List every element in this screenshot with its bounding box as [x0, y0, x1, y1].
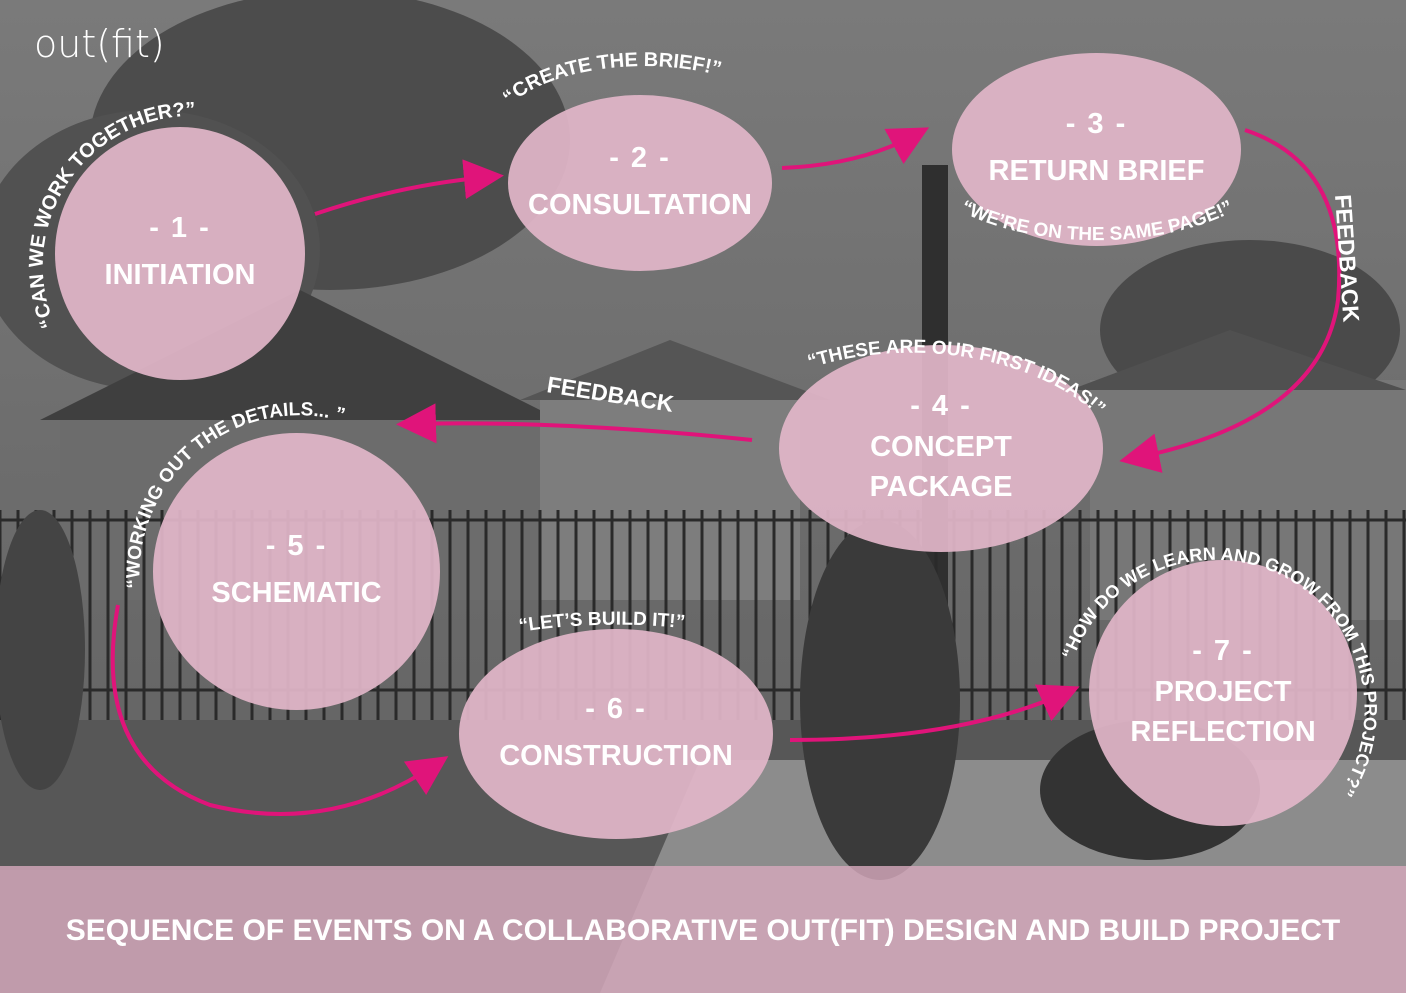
stage-name: CONSULTATION [528, 188, 752, 221]
quote-stage-7: “HOW DO WE LEARN AND GROW FROM THIS PROJ… [1058, 544, 1380, 800]
stage-name: RETURN BRIEF [988, 155, 1205, 187]
feedback-label-right: FEEDBACK [1330, 194, 1364, 324]
arrow-2-to-3 [781, 127, 930, 170]
stage-name: INITIATION [104, 259, 256, 291]
stage-number: - 4 - [910, 390, 972, 422]
stage-7-project-reflection: - 7 - PROJECT REFLECTION [1089, 560, 1357, 826]
stage-name: PROJECT [1154, 675, 1292, 708]
quote-stage-6: “LET’S BUILD IT!” [517, 609, 686, 637]
stage-name: SCHEMATIC [211, 577, 382, 609]
quote-stage-5: “WORKING OUT THE DETAILS... ” [123, 399, 347, 589]
stage-number: - 2 - [609, 141, 671, 174]
caption-band [0, 866, 1406, 993]
stage-2-consultation: - 2 - CONSULTATION [508, 95, 772, 271]
stage-name-line2: REFLECTION [1130, 715, 1316, 748]
stage-number: - 5 - [265, 530, 328, 562]
stage-5-schematic: - 5 - SCHEMATIC [153, 433, 440, 710]
quote-stage-3: “WE’RE ON THE SAME PAGE!” [958, 197, 1237, 246]
quote-stage-1: “CAN WE WORK TOGETHER?” [26, 99, 196, 332]
diagram-caption: SEQUENCE OF EVENTS ON A COLLABORATIVE OU… [65, 914, 1341, 947]
stage-6-construction: - 6 - CONSTRUCTION [459, 629, 773, 839]
stage-3-return-brief: - 3 - RETURN BRIEF [952, 53, 1241, 246]
arrow-5-to-6 [110, 604, 449, 816]
arrow-4-to-5-feedback [396, 403, 753, 444]
stage-number: - 3 - [1065, 108, 1128, 140]
stage-4-concept-package: - 4 - CONCEPT PACKAGE [779, 345, 1103, 552]
stage-name-line2: PACKAGE [869, 471, 1013, 503]
quote-stage-2: “CREATE THE BRIEF!” [499, 49, 724, 109]
feedback-label-left: FEEDBACK [545, 371, 676, 417]
arrow-6-to-7 [789, 684, 1080, 742]
stage-1-initiation: - 1 - INITIATION [55, 127, 305, 380]
outfit-logo: out(fit) [34, 22, 165, 66]
stage-number: - 1 - [149, 212, 211, 244]
stage-name: CONCEPT [870, 431, 1012, 463]
arrow-3-to-4-feedback [1119, 128, 1342, 473]
stage-number: - 7 - [1192, 634, 1254, 667]
arrow-1-to-2 [314, 159, 504, 216]
stage-name: CONSTRUCTION [499, 739, 733, 772]
stage-number: - 6 - [585, 692, 647, 725]
quote-stage-4: “THESE ARE OUR FIRST IDEAS!” [805, 337, 1109, 420]
